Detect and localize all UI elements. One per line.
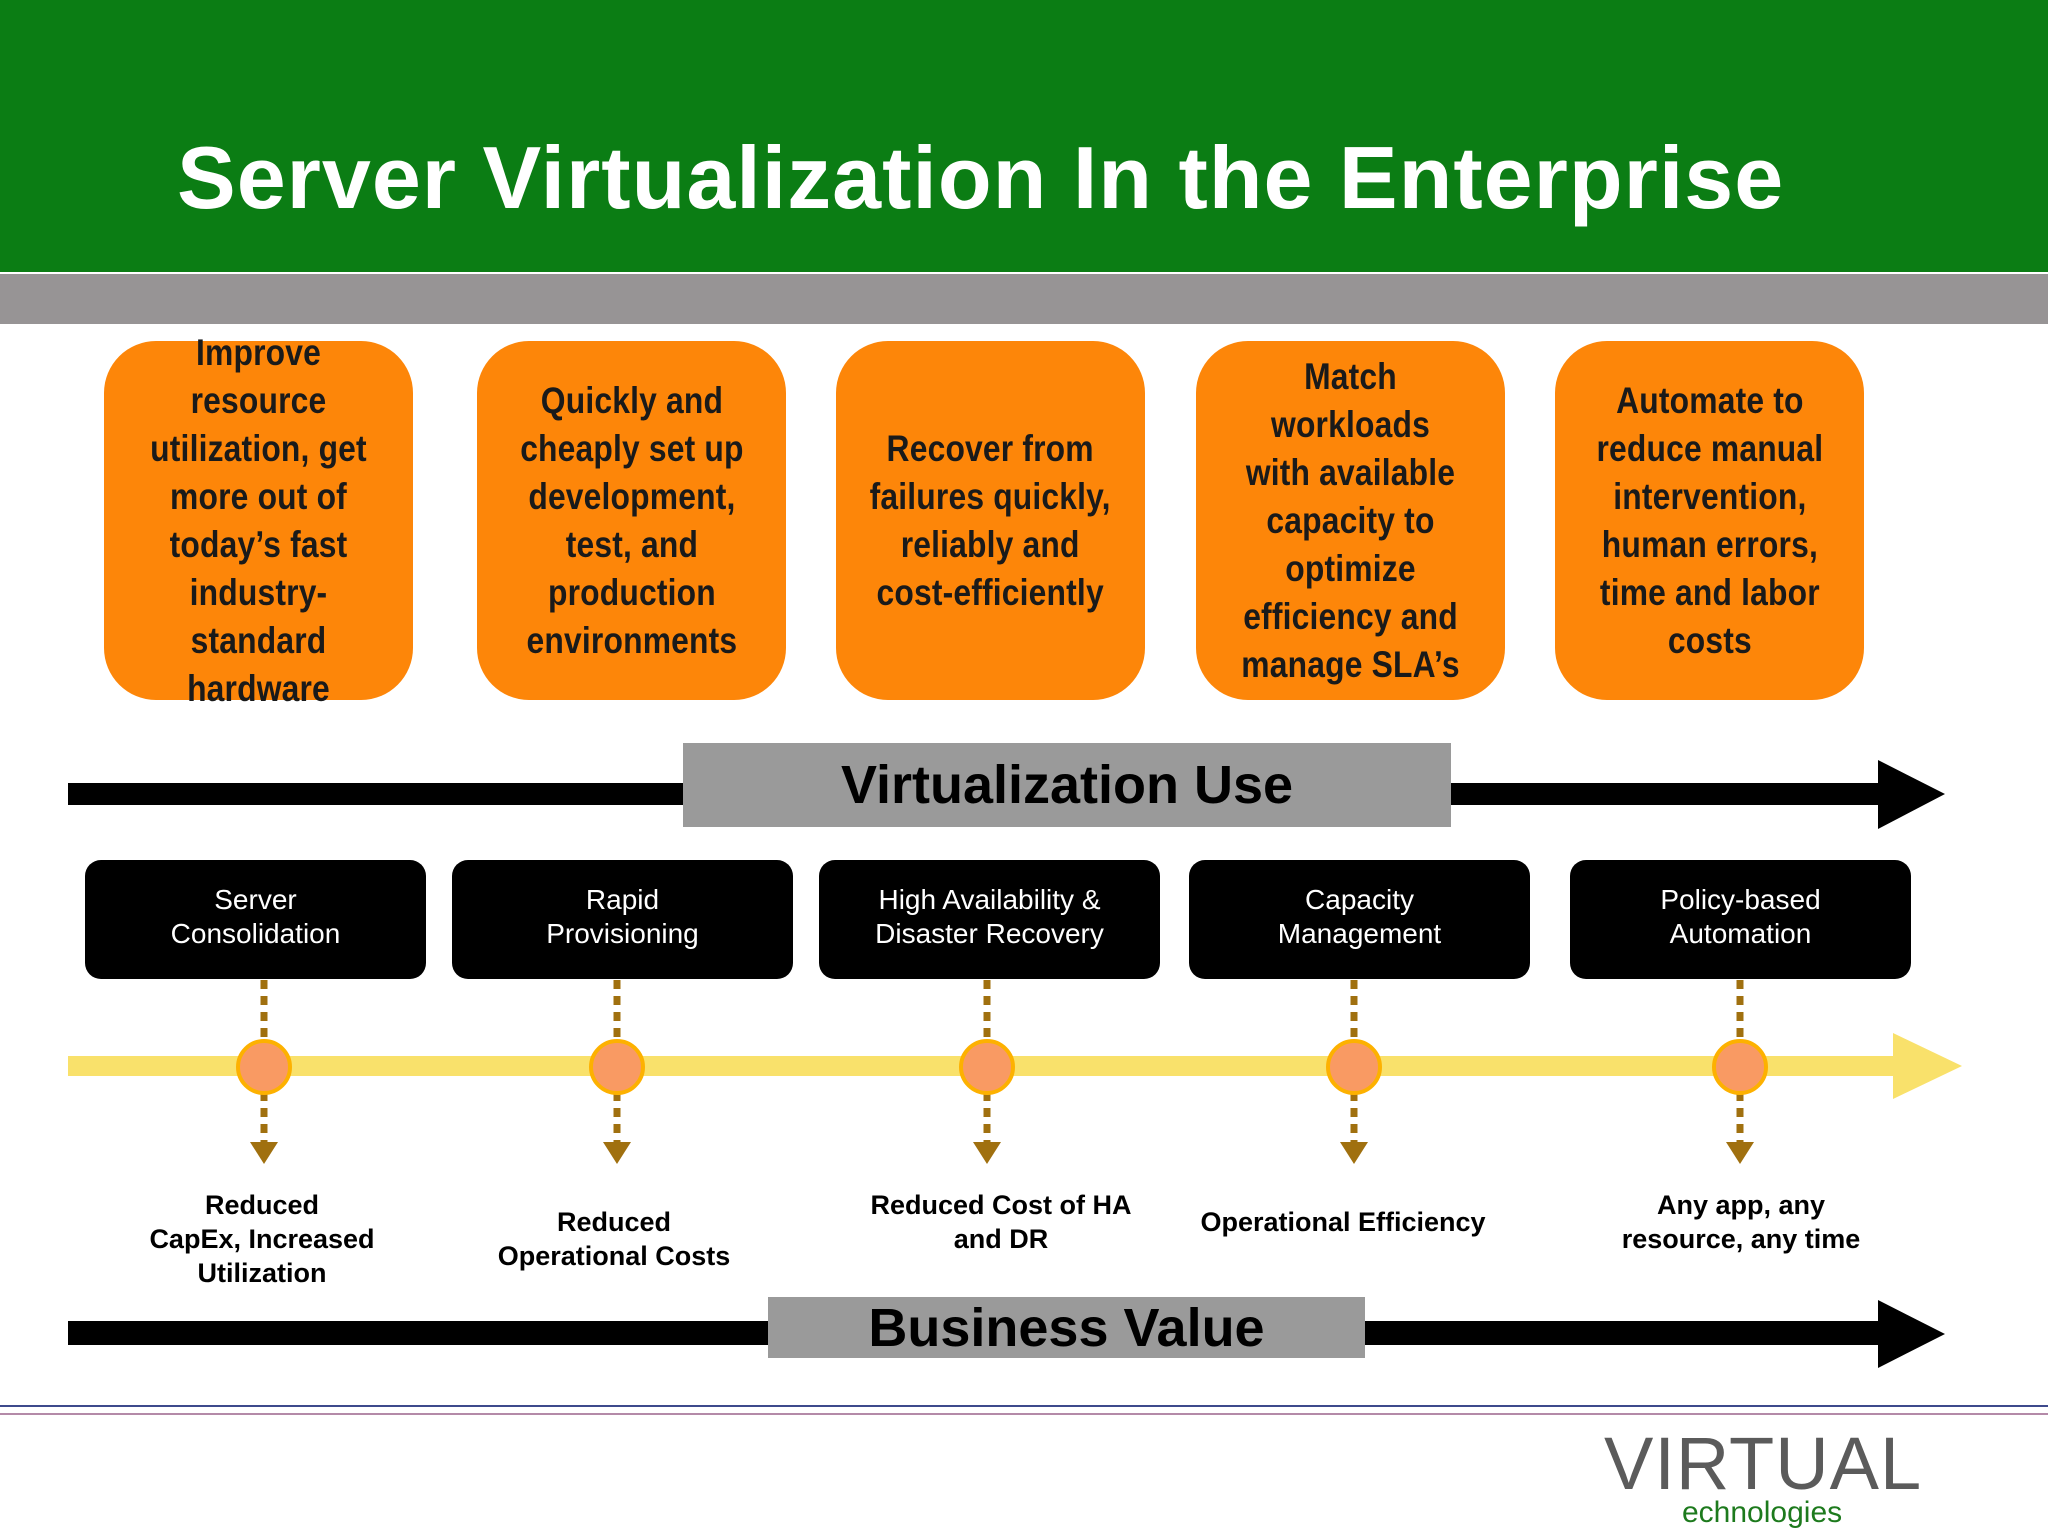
capability-server-consolidation: Server Consolidation [85, 860, 426, 979]
goal-box-resource-utilization: Improve resource utilization, get more o… [104, 332, 413, 709]
connector-2 [603, 980, 631, 1164]
goal-box-rapid-setup: Quickly and cheaply set up development, … [477, 341, 786, 700]
capability-capacity-management: Capacity Management [1189, 860, 1530, 979]
timeline-node-2 [589, 1039, 645, 1095]
capability-label: High Availability & Disaster Recovery [875, 883, 1104, 949]
capability-label: Capacity Management [1277, 883, 1442, 949]
goal-box-workload-matching: Match workloads with available capacity … [1196, 341, 1505, 700]
capability-policy-automation: Policy-based Automation [1570, 860, 1911, 979]
capability-label: Rapid Provisioning [546, 883, 699, 949]
goal-box-recovery: Recover from failures quickly, reliably … [836, 341, 1145, 700]
goal-text: Match workloads with available capacity … [1241, 355, 1460, 685]
goal-text: Automate to reduce manual intervention, … [1596, 379, 1823, 661]
capability-label: Policy-based Automation [1660, 883, 1821, 949]
goal-text: Improve resource utilization, get more o… [150, 331, 367, 709]
virtual-technologies-logo: VIRTUAL echnologies [1604, 1425, 1934, 1530]
business-value-label: Business Value [768, 1297, 1365, 1358]
connector-1 [250, 980, 278, 1164]
timeline-node-4 [1326, 1039, 1382, 1095]
virtualization-use-label: Virtualization Use [683, 743, 1451, 827]
slide-title: Server Virtualization In the Enterprise [177, 128, 1785, 227]
logo-tagline: echnologies [1682, 1496, 1843, 1529]
connector-4 [1340, 980, 1368, 1164]
business-value-5: Any app, any resource, any time [1621, 1190, 1861, 1254]
business-value-2: Reduced Operational Costs [497, 1207, 731, 1271]
capability-rapid-provisioning: Rapid Provisioning [452, 860, 793, 979]
timeline-arrow [68, 1033, 1962, 1099]
business-value-4: Operational Efficiency [1200, 1207, 1486, 1237]
goal-text: Quickly and cheaply set up development, … [519, 379, 744, 661]
timeline-node-3 [959, 1039, 1015, 1095]
timeline-node-5 [1712, 1039, 1768, 1095]
capability-label: Server Consolidation [170, 883, 341, 949]
connector-3 [973, 980, 1001, 1164]
business-value-3: Reduced Cost of HA and DR [870, 1190, 1132, 1254]
capability-ha-dr: High Availability & Disaster Recovery [819, 860, 1160, 979]
gray-band [0, 274, 2048, 324]
timeline-node-1 [236, 1039, 292, 1095]
business-value-1: Reduced CapEx, Increased Utilization [149, 1190, 375, 1288]
goal-text: Recover from failures quickly, reliably … [869, 427, 1112, 613]
connector-5 [1726, 980, 1754, 1164]
logo-wordmark: VIRTUAL [1604, 1422, 1923, 1505]
header-bar [0, 0, 2048, 272]
goal-box-automation: Automate to reduce manual intervention, … [1555, 341, 1864, 700]
